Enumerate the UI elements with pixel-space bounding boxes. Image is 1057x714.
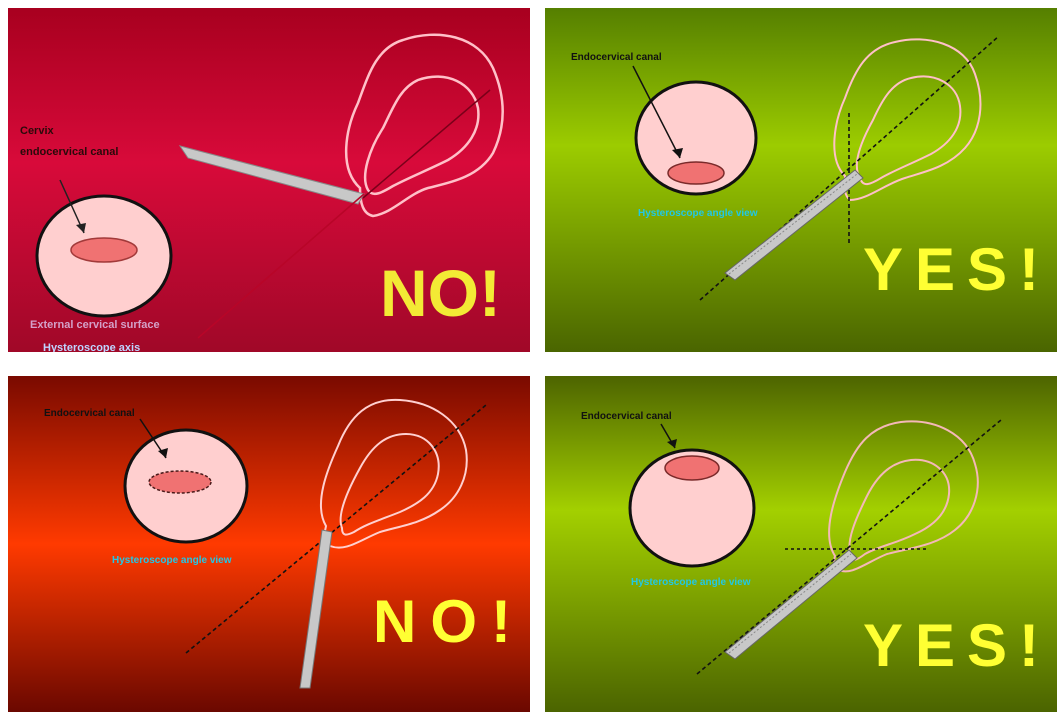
panel-3-background	[8, 376, 530, 712]
panel-4-diagram: Endocervical canal Hysteroscope angle vi…	[545, 376, 1057, 712]
plane-label: Hysteroscope angle view	[631, 577, 751, 588]
plane-label: Hysteroscope angle view	[638, 208, 758, 219]
panel-top-left-incorrect: Cervix endocervical canal External cervi…	[8, 8, 530, 352]
plane-label: External cervical surface	[30, 319, 160, 331]
plane-label-2: Hysteroscope axis	[43, 342, 140, 352]
panel-bottom-right-correct: Endocervical canal Hysteroscope angle vi…	[545, 376, 1057, 712]
plane-label: Hysteroscope angle view	[112, 555, 232, 566]
canal-label: Endocervical canal	[581, 411, 672, 422]
canal-label: Endocervical canal	[44, 408, 135, 419]
canal-label-line-2: endocervical canal	[20, 146, 118, 158]
canal-label: Endocervical canal	[571, 52, 662, 63]
verdict-no: NO!	[380, 256, 501, 330]
panel-3-diagram: Endocervical canal Hysteroscope angle vi…	[8, 376, 530, 712]
cervical-canal	[668, 162, 724, 184]
verdict-no: NO!	[373, 588, 525, 655]
verdict-yes: YES!	[863, 612, 1051, 679]
cervical-canal	[665, 456, 719, 480]
verdict-yes: YES!	[863, 236, 1051, 303]
cervical-canal	[71, 238, 137, 262]
panel-bottom-left-incorrect: Endocervical canal Hysteroscope angle vi…	[8, 376, 530, 712]
panel-1-diagram: Cervix endocervical canal External cervi…	[8, 8, 530, 352]
panel-2-diagram: Endocervical canal Hysteroscope angle vi…	[545, 8, 1057, 352]
canal-label-line-1: Cervix	[20, 125, 55, 137]
cervical-canal	[149, 471, 211, 493]
panel-top-right-correct: Endocervical canal Hysteroscope angle vi…	[545, 8, 1057, 352]
